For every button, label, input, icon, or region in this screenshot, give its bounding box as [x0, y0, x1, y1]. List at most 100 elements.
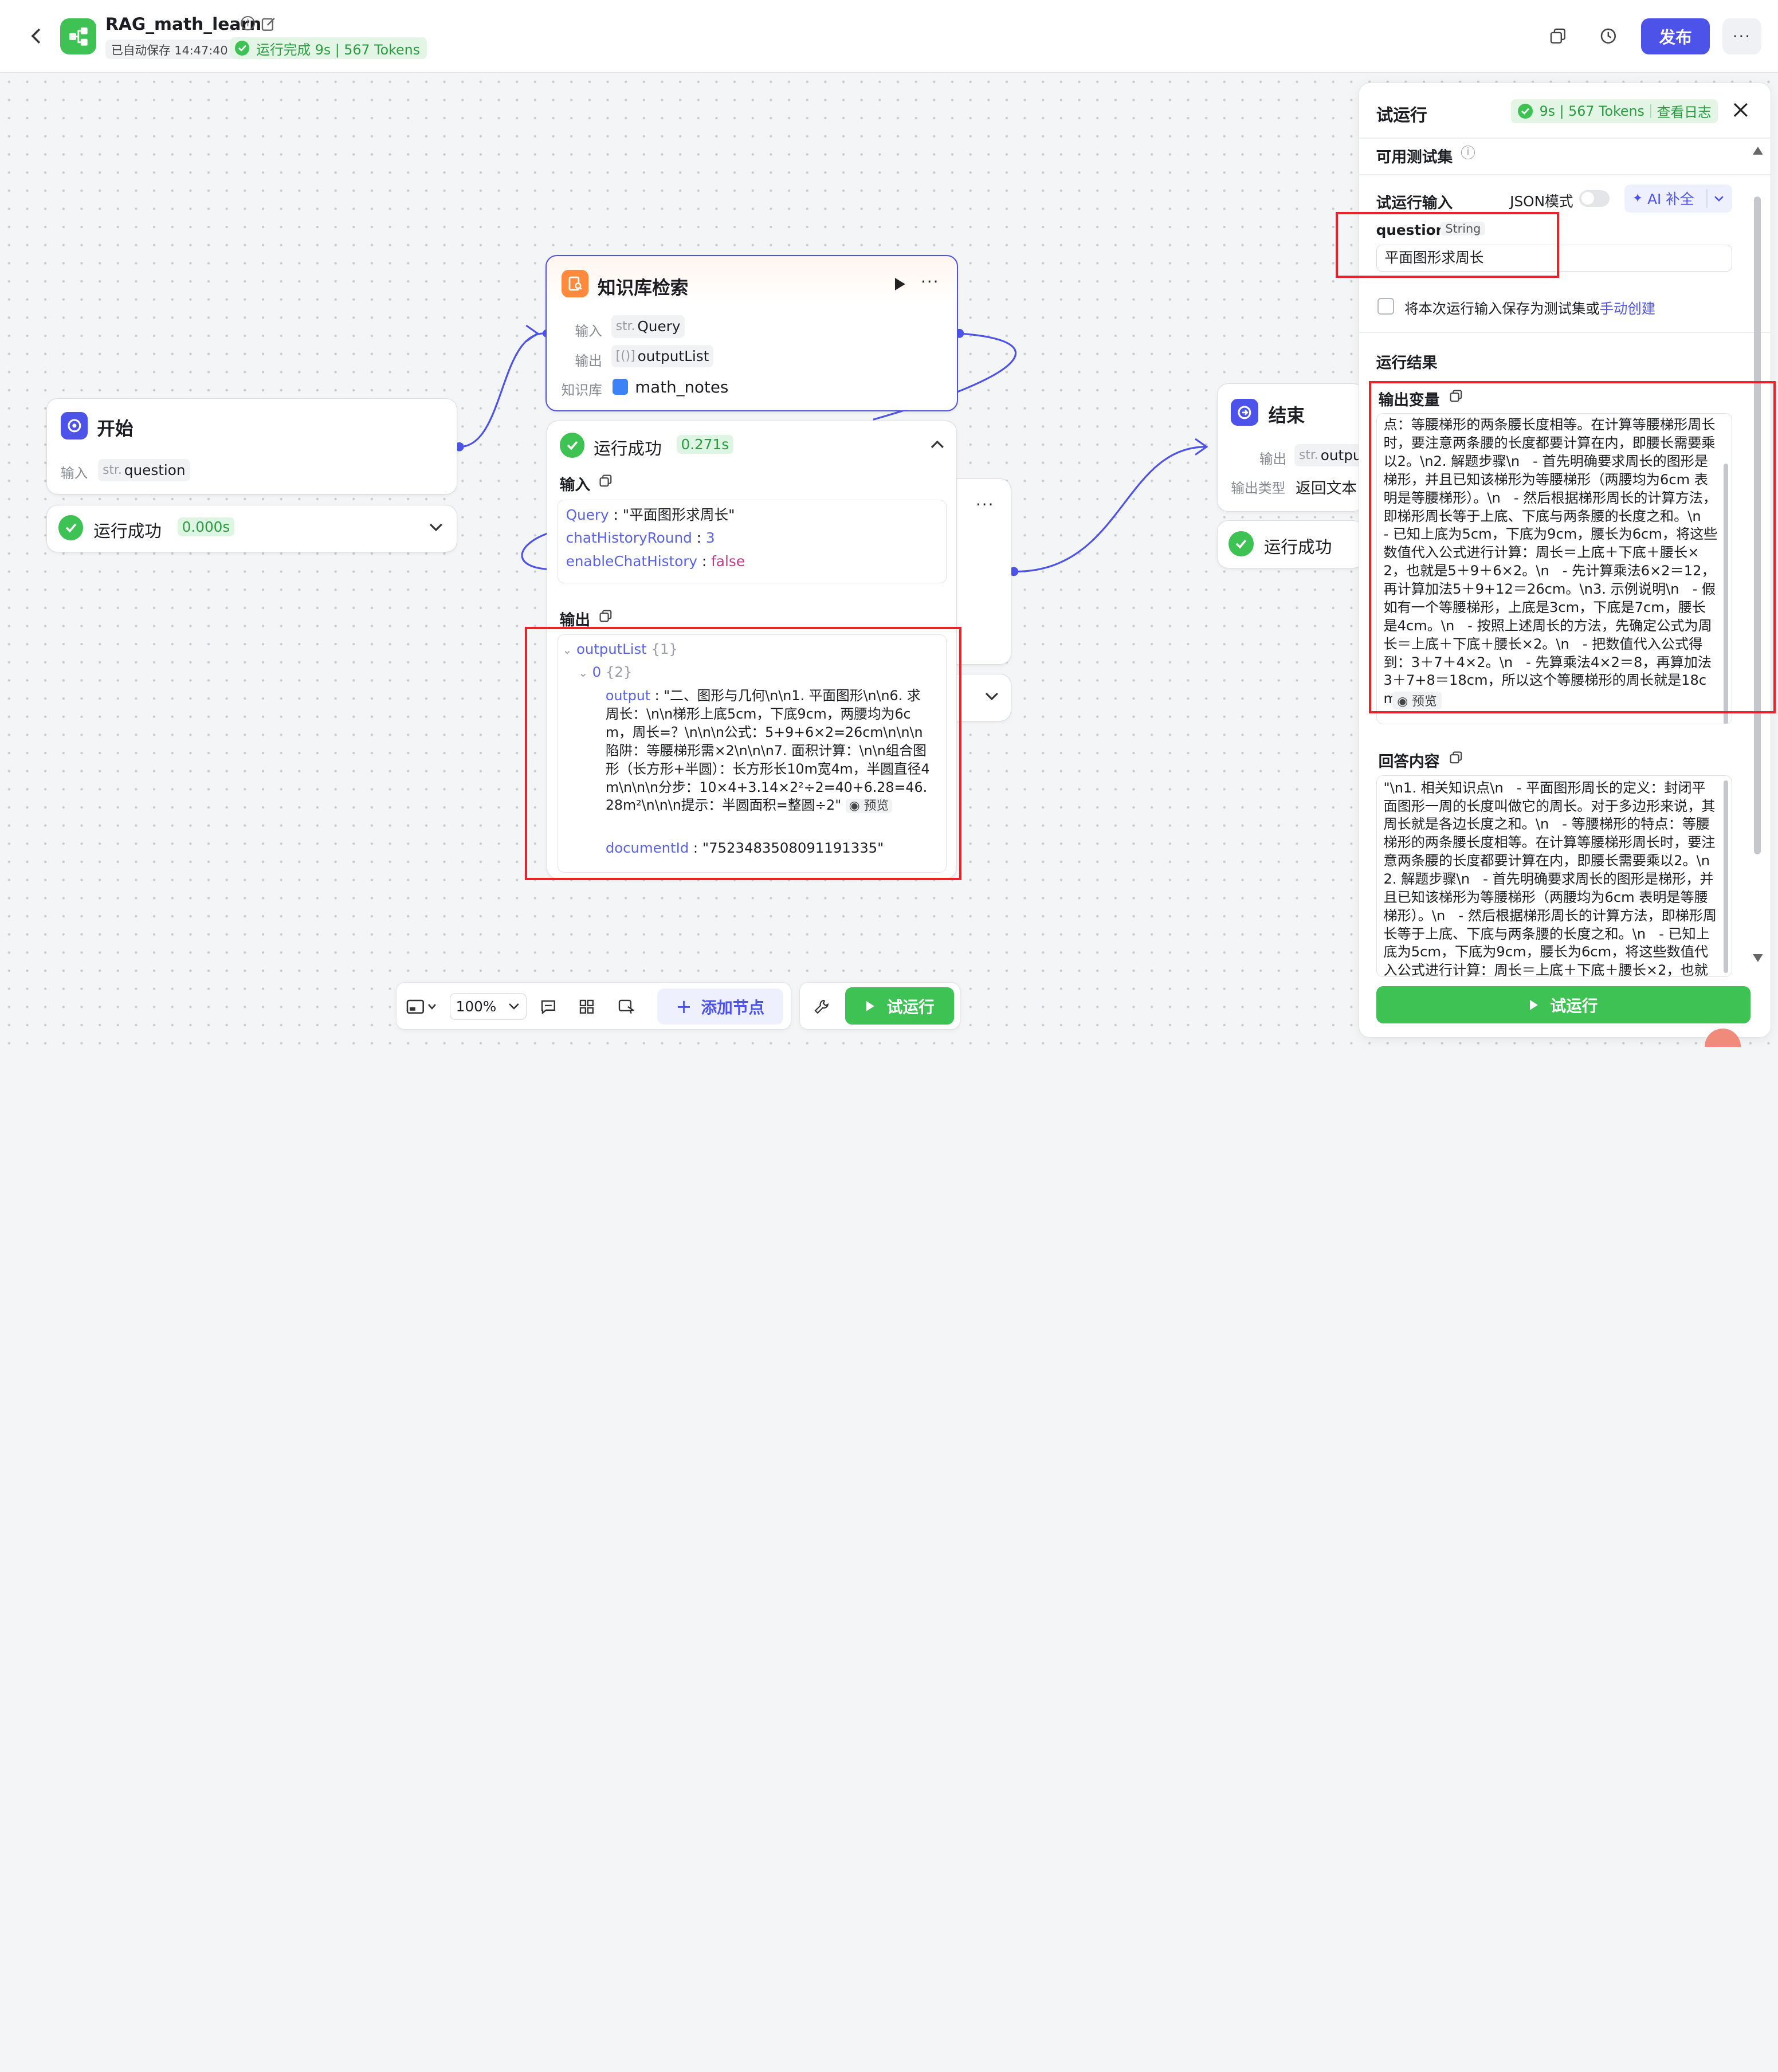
output-var-text: 点：等腰梯形的两条腰长度相等。在计算等腰梯形周长时，要注意两条腰的长度都要计算在…	[1383, 417, 1718, 707]
ai-fill-button[interactable]: ✦AI 补全	[1624, 184, 1733, 213]
end-output-type-label: 输出类型	[1231, 480, 1286, 497]
sparkle-icon: ✦	[1632, 191, 1643, 206]
copy-icon[interactable]	[599, 474, 612, 487]
answer-box: "\n1. 相关知识点\n - 平面图形周长的定义：封闭平面图形一周的长度叫做它…	[1376, 775, 1733, 977]
minimap-icon	[406, 999, 424, 1014]
back-button[interactable]	[25, 23, 48, 50]
plus-icon: +	[676, 995, 692, 1018]
more-dots-icon[interactable]: ···	[921, 272, 940, 291]
kb-result-card: 运行成功 0.271s 输入 Query : "平面图形求周长" chatHis…	[546, 421, 957, 879]
eye-icon: ◉	[849, 799, 860, 814]
output-value: output : "二、图形与几何\n\n1. 平面图形\n\n6. 求周长：\…	[605, 688, 930, 814]
output-var-title: 输出变量	[1378, 391, 1440, 409]
item0-row[interactable]: ⌄ 0 {2}	[578, 663, 633, 680]
panel-run-badge[interactable]: 9s | 567 Tokens 查看日志	[1511, 99, 1718, 123]
preview-link[interactable]: ◉ 预览	[845, 799, 893, 814]
scroll-up-icon[interactable]	[1752, 147, 1763, 155]
copy-icon[interactable]	[1550, 28, 1566, 44]
minimap-toggle[interactable]	[403, 994, 439, 1019]
top-bar: RAG_math_learn i 已自动保存 14:47:40 运行完成 9s …	[0, 0, 1778, 73]
start-input-label: 输入	[60, 465, 88, 482]
panel-title: 试运行	[1376, 105, 1427, 125]
panel-run-button[interactable]: 试运行	[1376, 986, 1750, 1024]
app-title: RAG_math_learn	[105, 13, 262, 34]
check-circle-icon	[559, 433, 585, 458]
check-circle-icon	[1518, 104, 1533, 119]
end-output-tag: str.outpu	[1294, 444, 1364, 467]
kb-dataset-label: 知识库	[561, 382, 602, 399]
output-var-scrollbar[interactable]	[1724, 464, 1729, 724]
close-icon[interactable]	[1733, 103, 1748, 117]
json-mode-label: JSON模式	[1510, 193, 1573, 210]
output-var-box: 点：等腰梯形的两条腰长度相等。在计算等腰梯形周长时，要注意两条腰的长度都要计算在…	[1376, 413, 1733, 724]
kb-output-title: 输出	[559, 611, 591, 629]
start-node[interactable]: 开始 输入 str.question	[46, 398, 457, 495]
autosave-badge: 已自动保存 14:47:40	[105, 40, 234, 60]
kb-time-badge: 0.271s	[676, 434, 733, 454]
kb-node-title: 知识库检索	[597, 277, 689, 299]
zoom-select[interactable]: 100%	[449, 992, 527, 1021]
test-run-button[interactable]: 试运行	[845, 987, 955, 1025]
end-output-label: 输出	[1259, 450, 1287, 467]
answer-text: "\n1. 相关知识点\n - 平面图形周长的定义：封闭平面图形一周的长度叫做它…	[1383, 779, 1717, 977]
add-node-button[interactable]: +添加节点	[657, 988, 783, 1025]
run-input-title: 试运行输入	[1376, 194, 1453, 212]
chevron-down-icon: ⌄	[562, 643, 572, 657]
chevron-down-icon	[428, 1003, 436, 1010]
answer-scrollbar[interactable]	[1724, 780, 1729, 974]
start-input-tag: str.question	[98, 458, 190, 482]
scroll-down-icon[interactable]	[1752, 954, 1763, 963]
kb-output-label: 输出	[575, 352, 602, 369]
info-icon[interactable]: i	[1461, 146, 1475, 160]
copy-icon[interactable]	[1450, 751, 1462, 764]
json-mode-toggle[interactable]	[1579, 190, 1610, 207]
grid-layout-icon[interactable]	[579, 999, 595, 1015]
end-run-status[interactable]: 运行成功	[1216, 520, 1364, 568]
save-testset-checkbox[interactable]	[1377, 297, 1395, 315]
run-status-text: 运行完成 9s | 567 Tokens	[256, 41, 421, 58]
question-label: question	[1376, 221, 1446, 238]
end-node[interactable]: 结束 输出 str.outpu 输出类型 返回文本	[1216, 383, 1364, 512]
start-icon	[60, 412, 88, 439]
enable-chat-history-line: enableChatHistory : false	[566, 552, 745, 570]
view-log-link[interactable]: 查看日志	[1657, 104, 1712, 121]
kb-input-json: Query : "平面图形求周长" chatHistoryRound : 3 e…	[557, 499, 947, 584]
more-button[interactable]: ···	[1722, 18, 1761, 54]
start-node-title: 开始	[97, 419, 134, 440]
save-testset-text: 将本次运行输入保存为测试集或手动创建	[1404, 300, 1656, 317]
run-result-title: 运行结果	[1376, 354, 1438, 372]
comment-icon[interactable]	[540, 999, 556, 1015]
preview-link[interactable]: ◉ 预览	[1392, 692, 1442, 710]
manual-create-link[interactable]: 手动创建	[1599, 300, 1656, 317]
check-circle-icon	[234, 41, 250, 56]
wrench-icon[interactable]	[814, 999, 830, 1015]
publish-button[interactable]: 发布	[1640, 18, 1710, 54]
more-dots-icon[interactable]: ···	[976, 495, 995, 514]
chevron-down-icon: ⌄	[578, 666, 588, 680]
document-id-line: documentId : "7523483508091191335"	[605, 839, 884, 856]
kb-output-json: ⌄ outputList {1} ⌄ 0 {2} output : "二、图形与…	[557, 634, 947, 873]
question-type-tag: String	[1441, 221, 1486, 236]
kb-node[interactable]: 知识库检索 ··· 输入 str.Query 输出 [()]outputList…	[545, 255, 959, 412]
play-icon[interactable]	[894, 277, 906, 292]
question-input[interactable]: 平面图形求周长	[1376, 244, 1733, 272]
pointer-mode-icon[interactable]	[618, 999, 635, 1015]
chevron-down-icon	[508, 1003, 519, 1010]
copy-icon[interactable]	[1450, 390, 1462, 402]
info-icon[interactable]: i	[240, 15, 256, 31]
testset-label: 可用测试集	[1376, 148, 1453, 167]
chevron-left-icon	[31, 29, 41, 44]
chevron-down-icon[interactable]	[429, 523, 443, 532]
panel-scrollbar[interactable]	[1753, 197, 1761, 855]
outputlist-row[interactable]: ⌄ outputList {1}	[562, 641, 678, 658]
more-dots-icon: ···	[1732, 26, 1752, 46]
history-icon[interactable]	[1599, 27, 1618, 45]
copy-icon[interactable]	[599, 610, 612, 622]
chevron-down-icon[interactable]	[985, 692, 999, 701]
kb-input-tag: str.Query	[611, 315, 685, 338]
play-icon	[866, 1000, 874, 1011]
chevron-up-icon[interactable]	[931, 439, 944, 449]
app-logo	[60, 18, 97, 54]
start-run-status[interactable]: 运行成功 0.000s	[46, 504, 457, 552]
edit-icon[interactable]	[261, 16, 277, 32]
